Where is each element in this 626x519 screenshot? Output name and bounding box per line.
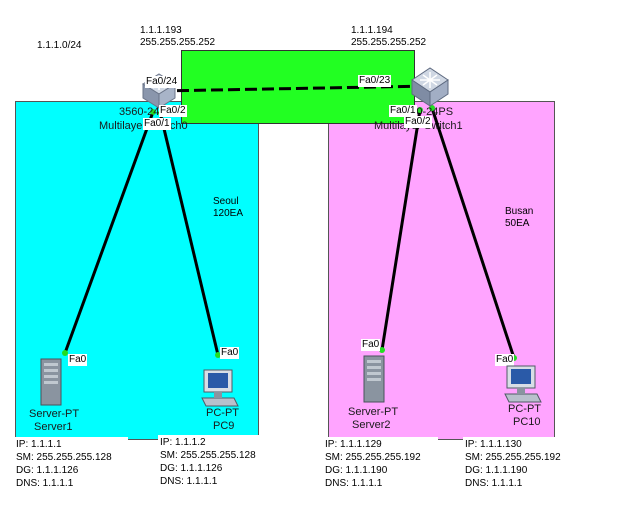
dns-text: DNS: 1.1.1.1 — [465, 478, 523, 489]
sm-text: SM: 255.255.255.192 — [465, 452, 561, 463]
port-label: Fa0/23 — [358, 75, 392, 87]
dns-text: DNS: 1.1.1.1 — [160, 476, 218, 487]
link-sw1-pc10[interactable] — [430, 107, 516, 359]
link-sw0-server1[interactable] — [63, 111, 155, 354]
pc10-info: IP: 1.1.1.130 SM: 255.255.255.192 DG: 1.… — [463, 437, 578, 491]
server1-type: Server-PT — [29, 408, 80, 420]
port-up-dot — [62, 350, 68, 356]
port-up-dot — [215, 352, 221, 358]
busan-count: 50EA — [505, 218, 530, 229]
ip-text: IP: 1.1.1.1 — [16, 439, 62, 450]
server2-type: Server-PT — [348, 406, 399, 418]
sm-text: SM: 255.255.255.128 — [160, 450, 256, 461]
port-label: Fa0 — [68, 354, 88, 366]
link-sw1-server2[interactable] — [380, 109, 422, 351]
server2-name: Server2 — [352, 419, 391, 431]
port-label: Fa0/24 — [145, 76, 179, 88]
backbone-right-ip: 1.1.1.194 — [351, 25, 393, 36]
pc9-type: PC-PT — [206, 407, 239, 419]
dg-text: DG: 1.1.1.190 — [465, 465, 528, 476]
multilayer-switch-icon — [411, 67, 449, 107]
dns-text: DNS: 1.1.1.1 — [16, 478, 74, 489]
server1-info: IP: 1.1.1.1 SM: 255.255.255.128 DG: 1.1.… — [14, 437, 128, 491]
port-label: Fa0 — [361, 339, 381, 351]
dg-text: DG: 1.1.1.190 — [325, 465, 388, 476]
pc9[interactable] — [200, 368, 240, 408]
server2-info: IP: 1.1.1.129 SM: 255.255.255.192 DG: 1.… — [323, 437, 438, 491]
pc9-info: IP: 1.1.1.2 SM: 255.255.255.128 DG: 1.1.… — [158, 435, 272, 489]
dg-text: DG: 1.1.1.126 — [16, 465, 79, 476]
busan-label: Busan — [505, 206, 534, 217]
seoul-count: 120EA — [213, 208, 244, 219]
pc-icon — [504, 365, 542, 403]
port-label: Fa0/1 — [143, 118, 171, 130]
port-label: Fa0 — [495, 354, 515, 366]
ip-text: IP: 1.1.1.129 — [325, 439, 382, 450]
sm-text: SM: 255.255.255.128 — [16, 452, 112, 463]
dns-text: DNS: 1.1.1.1 — [325, 478, 383, 489]
port-label: Fa0/2 — [159, 105, 187, 117]
backbone-left-mask: 255.255.255.252 — [140, 37, 216, 48]
port-label: Fa0/2 — [404, 116, 432, 128]
pc9-name: PC9 — [213, 420, 235, 432]
network-label: 1.1.1.0/24 — [37, 40, 82, 51]
backbone-right-mask: 255.255.255.252 — [351, 37, 427, 48]
pc10[interactable] — [503, 364, 543, 404]
server-icon — [363, 355, 385, 403]
port-up-dot — [379, 347, 385, 353]
server1-name: Server1 — [34, 421, 73, 433]
server1[interactable] — [36, 357, 66, 407]
dg-text: DG: 1.1.1.126 — [160, 463, 223, 474]
ip-text: IP: 1.1.1.130 — [465, 439, 522, 450]
backbone-left-ip: 1.1.1.193 — [140, 25, 182, 36]
port-label: Fa0 — [220, 347, 240, 359]
sm-text: SM: 255.255.255.192 — [325, 452, 421, 463]
multilayer-switch-1[interactable] — [408, 64, 452, 108]
link-sw0-pc9[interactable] — [158, 111, 220, 356]
seoul-label: Seoul — [213, 196, 239, 207]
server-icon — [40, 358, 62, 406]
port-label: Fa0/1 — [389, 105, 417, 117]
port-up-dot — [417, 107, 423, 113]
ip-text: IP: 1.1.1.2 — [160, 437, 206, 448]
pc10-type: PC-PT — [508, 403, 541, 415]
pc10-name: PC10 — [513, 416, 541, 428]
pc-icon — [201, 369, 239, 407]
server2[interactable] — [359, 354, 389, 404]
port-up-dot — [150, 109, 156, 115]
